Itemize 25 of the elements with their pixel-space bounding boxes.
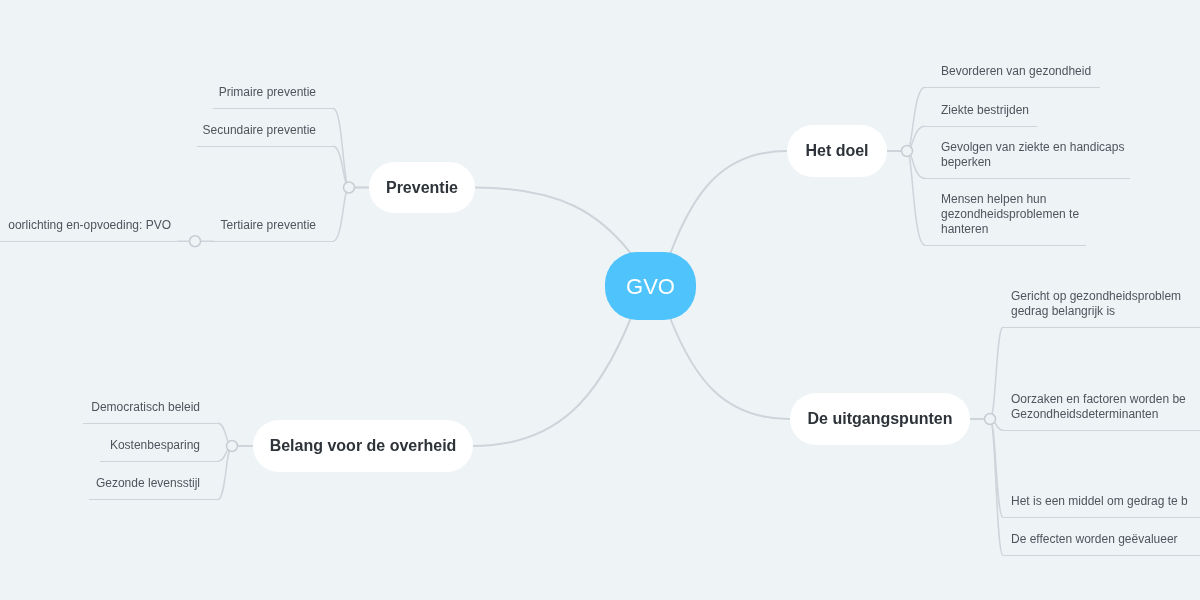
subtopic-text: Gevolgen van ziekte en handicaps beperken [925, 136, 1130, 179]
subtopic-text: Het is een middel om gedrag te b [1003, 490, 1200, 518]
subtopic-text: Democratisch beleid [83, 396, 218, 424]
connector-line [669, 318, 791, 420]
subtopic-text: Ziekte bestrijden [925, 99, 1037, 127]
subtopic-text: oorlichting en-opvoeding: PVO [0, 214, 177, 242]
connector-line [176, 240, 215, 242]
subtopic-text: Secundaire preventie [197, 119, 333, 147]
subtopic-text: Primaire preventie [213, 81, 333, 109]
topic-pill: De uitgangspunten [790, 393, 970, 445]
subtopic-text: Mensen helpen hun gezondheidsproblemen te hanteren [925, 188, 1086, 246]
topic-pill: Belang voor de overheid [253, 420, 473, 472]
connector-line [472, 318, 632, 447]
subtopic-text: De effecten worden geëvalueer [1003, 528, 1200, 556]
subtopic-text: Gericht op gezondheidsproblem gedrag belangrijk is [1003, 285, 1200, 328]
subtopic-text: Oorzaken en factoren worden be Gezondheidsdeterminanten [1003, 388, 1200, 431]
connector-line [669, 150, 788, 254]
subtopic-text: Bevorderen van gezondheid [925, 60, 1100, 88]
connector-line [474, 186, 632, 254]
subtopic-text: Gezonde levensstijl [89, 472, 218, 500]
topic-pill: Het doel [787, 125, 887, 177]
subtopic-text: Tertiaire preventie [214, 214, 333, 242]
topic-pill: Preventie [369, 162, 475, 213]
subtopic-text: Kostenbesparing [100, 434, 218, 462]
central-topic: GVO [605, 252, 696, 320]
